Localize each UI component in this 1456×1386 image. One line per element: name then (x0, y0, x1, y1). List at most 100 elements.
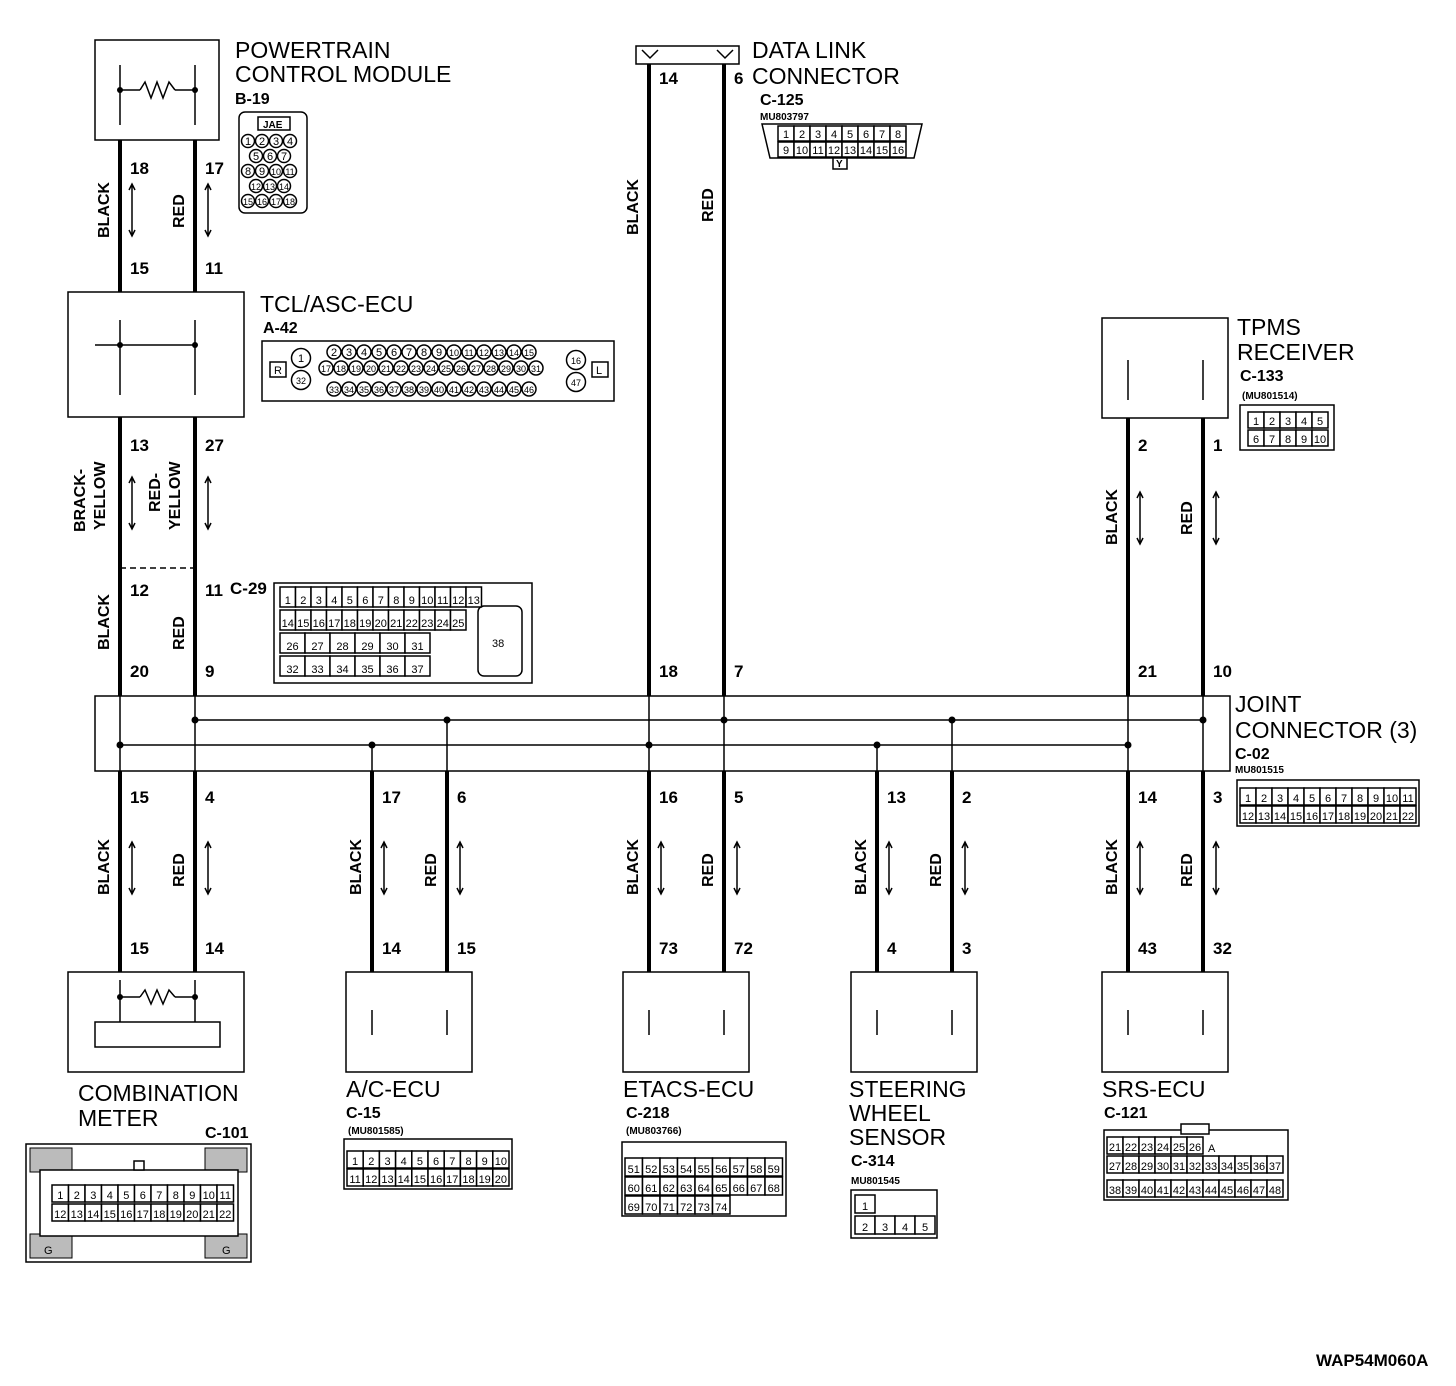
a42-r2-pin (498, 360, 514, 376)
c29-r1-pin-label: 13 (468, 595, 480, 607)
c29-r4-pin-label: 34 (336, 664, 348, 676)
a42-left-pin (290, 369, 312, 391)
a42-r1-pin-label: 3 (346, 347, 352, 359)
dlc-r2-cell (889, 141, 907, 158)
ac-r1-cell (492, 1150, 510, 1169)
c29-r2-pin-label: 21 (390, 618, 402, 630)
wire-color-dlc-b: RED (700, 188, 717, 222)
srs-r2-cell (1266, 1155, 1284, 1174)
pin-jc-tpms-b: 10 (1213, 662, 1232, 681)
a42-r3-pin-label: 42 (464, 385, 474, 395)
sws-r2-pin-label: 3 (882, 1222, 888, 1234)
a42-r3-pin (506, 381, 522, 397)
pin-srs-a: 43 (1138, 939, 1157, 958)
dlc-r2-pin-label: 12 (828, 145, 840, 157)
srs-r1-pin-label: 21 (1109, 1142, 1121, 1154)
c29-r4-pin-label: 36 (386, 664, 398, 676)
srs-r2-pin-label: 30 (1157, 1161, 1169, 1173)
meter-r2-pin-label: 21 (203, 1209, 215, 1221)
c29-r2-pin-label: 23 (421, 618, 433, 630)
c29-r4-pin-label: 32 (286, 664, 298, 676)
a42-right-pin-label: 47 (571, 378, 581, 388)
tpms-r1-pin-label: 2 (1269, 416, 1275, 428)
wire-color-c29-a: BLACK (96, 594, 113, 650)
c29-r2-pin-label: 16 (313, 618, 325, 630)
a42-r3-pin-label: 44 (494, 385, 504, 395)
joint-r2-pin-label: 18 (1338, 811, 1350, 823)
joint-r1-pin-label: 3 (1277, 793, 1283, 805)
joint-r1-pin-label: 2 (1261, 793, 1267, 805)
pin-dlc-a: 14 (659, 69, 678, 88)
a42-r2-pin (468, 360, 484, 376)
c29-r4-pin-label: 35 (361, 664, 373, 676)
joint-r2-pin-label: 19 (1354, 811, 1366, 823)
ac-r2-pin-label: 16 (430, 1174, 442, 1186)
b19-pin (254, 163, 270, 179)
pin-ac-a: 14 (382, 939, 401, 958)
pin-b4b: 2 (962, 788, 971, 807)
tpms-part: (MU801514) (1242, 391, 1298, 402)
joint-r2-pin-label: 21 (1386, 811, 1398, 823)
pin-b5a: 14 (1138, 788, 1157, 807)
diagram-id: WAP54M060A (1316, 1351, 1428, 1370)
a42-r3-pin-label: 45 (509, 385, 519, 395)
srs-r2-pin-label: 29 (1141, 1161, 1153, 1173)
pcm-component: POWERTRAIN CONTROL MODULE B-19 (94, 37, 451, 141)
c29-r1-pin-label: 3 (316, 595, 322, 607)
wire-color-tcl-a-2: YELLOW (92, 461, 109, 530)
pin-b3a: 16 (659, 788, 678, 807)
pin-etacs-b: 72 (734, 939, 753, 958)
b19-pin-label: 6 (267, 151, 273, 163)
a42-r1-pin (341, 344, 357, 360)
meter-r2-pin-label: 17 (137, 1209, 149, 1221)
wire-color-tpms-a: BLACK (1104, 489, 1121, 545)
pin-b3b: 5 (734, 788, 743, 807)
b19-pin (268, 163, 284, 179)
a42-r2-pin-label: 22 (396, 364, 406, 374)
wire-color-ac-b: RED (423, 853, 440, 887)
pin-meter-a: 15 (130, 939, 149, 958)
a42-r2-pin (333, 360, 349, 376)
a42-r2-pin (393, 360, 409, 376)
srs-r3-pin-label: 46 (1237, 1185, 1249, 1197)
pin-jc-a-top: 20 (130, 662, 149, 681)
ac-r2-pin-label: 14 (398, 1174, 410, 1186)
wire-color-meter-b: RED (171, 853, 188, 887)
tpms-r1-cell (1311, 411, 1329, 429)
wire-color-srs-a: BLACK (1104, 839, 1121, 895)
joint-r1-pin-label: 4 (1293, 793, 1299, 805)
etacs-r1-pin-label: 56 (715, 1164, 727, 1176)
a42-left-pin-label: 32 (296, 376, 306, 386)
c29-r2-pin-label: 24 (437, 618, 449, 630)
dlc-code: C-125 (760, 92, 804, 109)
a42-right-pin-label: 16 (571, 356, 581, 366)
etacs-r2-pin-label: 67 (750, 1183, 762, 1195)
joint-r2-pin-label: 12 (1242, 811, 1254, 823)
srs-r3-pin-label: 41 (1157, 1185, 1169, 1197)
joint-r2-pin-label: 20 (1370, 811, 1382, 823)
a42-right-pin (565, 349, 587, 371)
wire-color-c29-b: RED (171, 616, 188, 650)
meter-title-2: METER (78, 1105, 159, 1131)
b19-pin-label: 18 (285, 197, 295, 207)
pin-sws-b: 3 (962, 939, 971, 958)
a42-r3-pin (461, 381, 477, 397)
dlc-part: MU803797 (760, 112, 809, 123)
b19-pin-label: 10 (271, 167, 281, 177)
b19-pin (240, 193, 256, 209)
meter-r1-pin-label: 4 (107, 1190, 113, 1202)
joint-r2-pin-label: 17 (1322, 811, 1334, 823)
srs-r3-pin-label: 39 (1125, 1185, 1137, 1197)
pin-tcl-top-a: 15 (130, 259, 149, 278)
tpms-code: C-133 (1240, 368, 1284, 385)
b19-pin-label: 3 (273, 136, 279, 148)
a42-r1-pin (371, 344, 387, 360)
a42-r2-pin-label: 28 (486, 364, 496, 374)
pin-tcl-top-b: 11 (205, 259, 223, 278)
a42-r2-pin-label: 27 (471, 364, 481, 374)
etacs-r1-pin-label: 52 (645, 1164, 657, 1176)
a42-r3-pin (521, 381, 537, 397)
c29-r1-cell (465, 586, 483, 608)
